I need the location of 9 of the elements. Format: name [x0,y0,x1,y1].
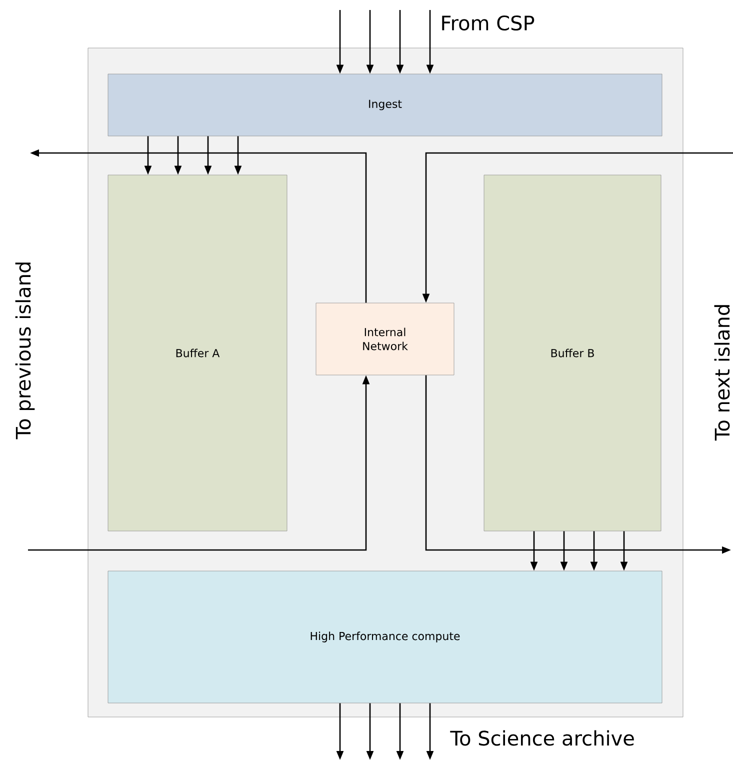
direction-label: To Science archive [450,730,634,746]
direction-label: To previous island [15,262,35,440]
buffer-box: Buffer A [108,174,288,532]
ingest-bar: Ingest [108,74,662,136]
direction-label: From CSP [442,15,534,31]
network-box: Internal Network [316,302,454,376]
compute-box: High Performance compute [108,570,662,704]
buffer-box: Buffer B [484,174,662,532]
direction-label: To next island [714,305,730,441]
